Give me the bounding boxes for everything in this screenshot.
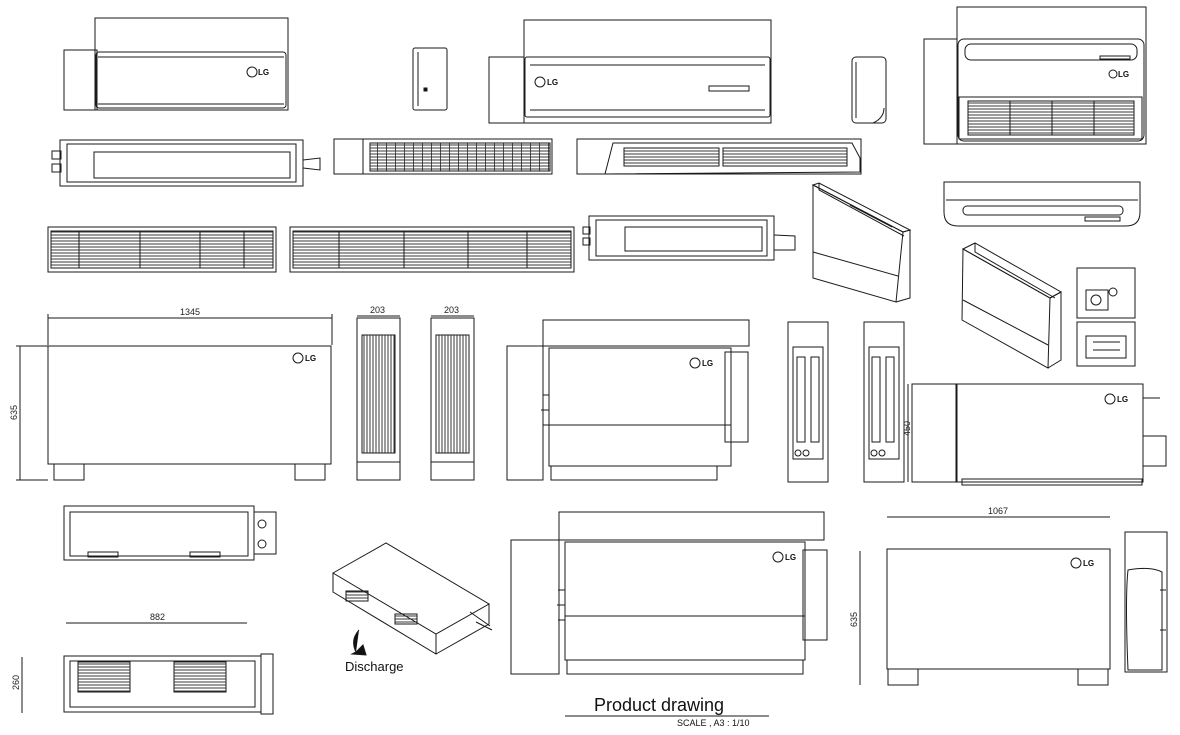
floor-unit-isometric bbox=[811, 182, 912, 303]
discharge-label: Discharge bbox=[345, 659, 404, 674]
dimension-width: 1067 bbox=[988, 506, 1008, 516]
ducted-unit-front-882: 882 260 bbox=[11, 612, 274, 715]
cabinet-side-203-b: 203 bbox=[430, 305, 475, 481]
lg-logo: LG bbox=[702, 359, 713, 368]
dimension-width: 882 bbox=[150, 612, 165, 622]
cabinet-side-view-c bbox=[787, 321, 829, 483]
wall-unit-side-view bbox=[412, 47, 448, 111]
floor-unit-isometric-2 bbox=[961, 242, 1063, 369]
linear-grille-right bbox=[289, 226, 575, 273]
console-unit-side-view bbox=[851, 56, 887, 124]
console-unit-front-view: LG bbox=[488, 19, 772, 124]
cabinet-side-203-a: 203 bbox=[356, 305, 401, 481]
dimension-height: 635 bbox=[9, 405, 19, 420]
dimension-width: 1345 bbox=[180, 307, 200, 317]
drawing-scale: SCALE , A3 : 1/10 bbox=[677, 718, 750, 728]
linear-grille-left bbox=[47, 226, 277, 273]
dimension-depth: 203 bbox=[444, 305, 459, 315]
wall-unit-front-view: LG bbox=[63, 17, 289, 111]
cabinet-unit-front-1067: 1067 635 LG bbox=[849, 506, 1111, 686]
dimension-height: 635 bbox=[849, 612, 859, 627]
ducted-cabinet-front: LG bbox=[506, 319, 750, 481]
lg-logo: LG bbox=[1083, 559, 1094, 568]
ducted-unit-top-view bbox=[51, 139, 321, 187]
lg-logo: LG bbox=[785, 553, 796, 562]
floor-unit-front-view: LG bbox=[923, 6, 1147, 145]
dimension-depth: 203 bbox=[370, 305, 385, 315]
lg-logo: LG bbox=[1117, 395, 1128, 404]
ducted-unit-bottom-view bbox=[63, 505, 277, 561]
control-box-view bbox=[1076, 267, 1136, 367]
cabinet-side-view-d bbox=[863, 321, 905, 483]
ducted-unit-front-450: LG 450 bbox=[902, 383, 1167, 486]
drawing-title: Product drawing bbox=[594, 695, 724, 715]
lg-logo: LG bbox=[258, 68, 269, 77]
ducted-unit-front-b: LG bbox=[510, 511, 828, 675]
lg-logo: LG bbox=[547, 78, 558, 87]
floor-unit-top-view bbox=[943, 181, 1141, 227]
ceiling-suspended-unit bbox=[576, 138, 862, 175]
lg-logo: LG bbox=[1118, 70, 1129, 79]
cabinet-side-profile bbox=[1124, 531, 1168, 673]
dimension-height: 260 bbox=[11, 675, 21, 690]
title-block: Product drawing SCALE , A3 : 1/10 bbox=[565, 695, 769, 728]
ducted-unit-isometric: Discharge bbox=[332, 542, 493, 674]
dimension-height: 450 bbox=[902, 421, 912, 436]
cabinet-unit-front-1345: 1345 635 LG bbox=[9, 307, 333, 481]
cassette-grille-unit bbox=[333, 138, 553, 175]
ducted-unit-top-view-2 bbox=[582, 215, 796, 261]
lg-logo: LG bbox=[305, 354, 316, 363]
